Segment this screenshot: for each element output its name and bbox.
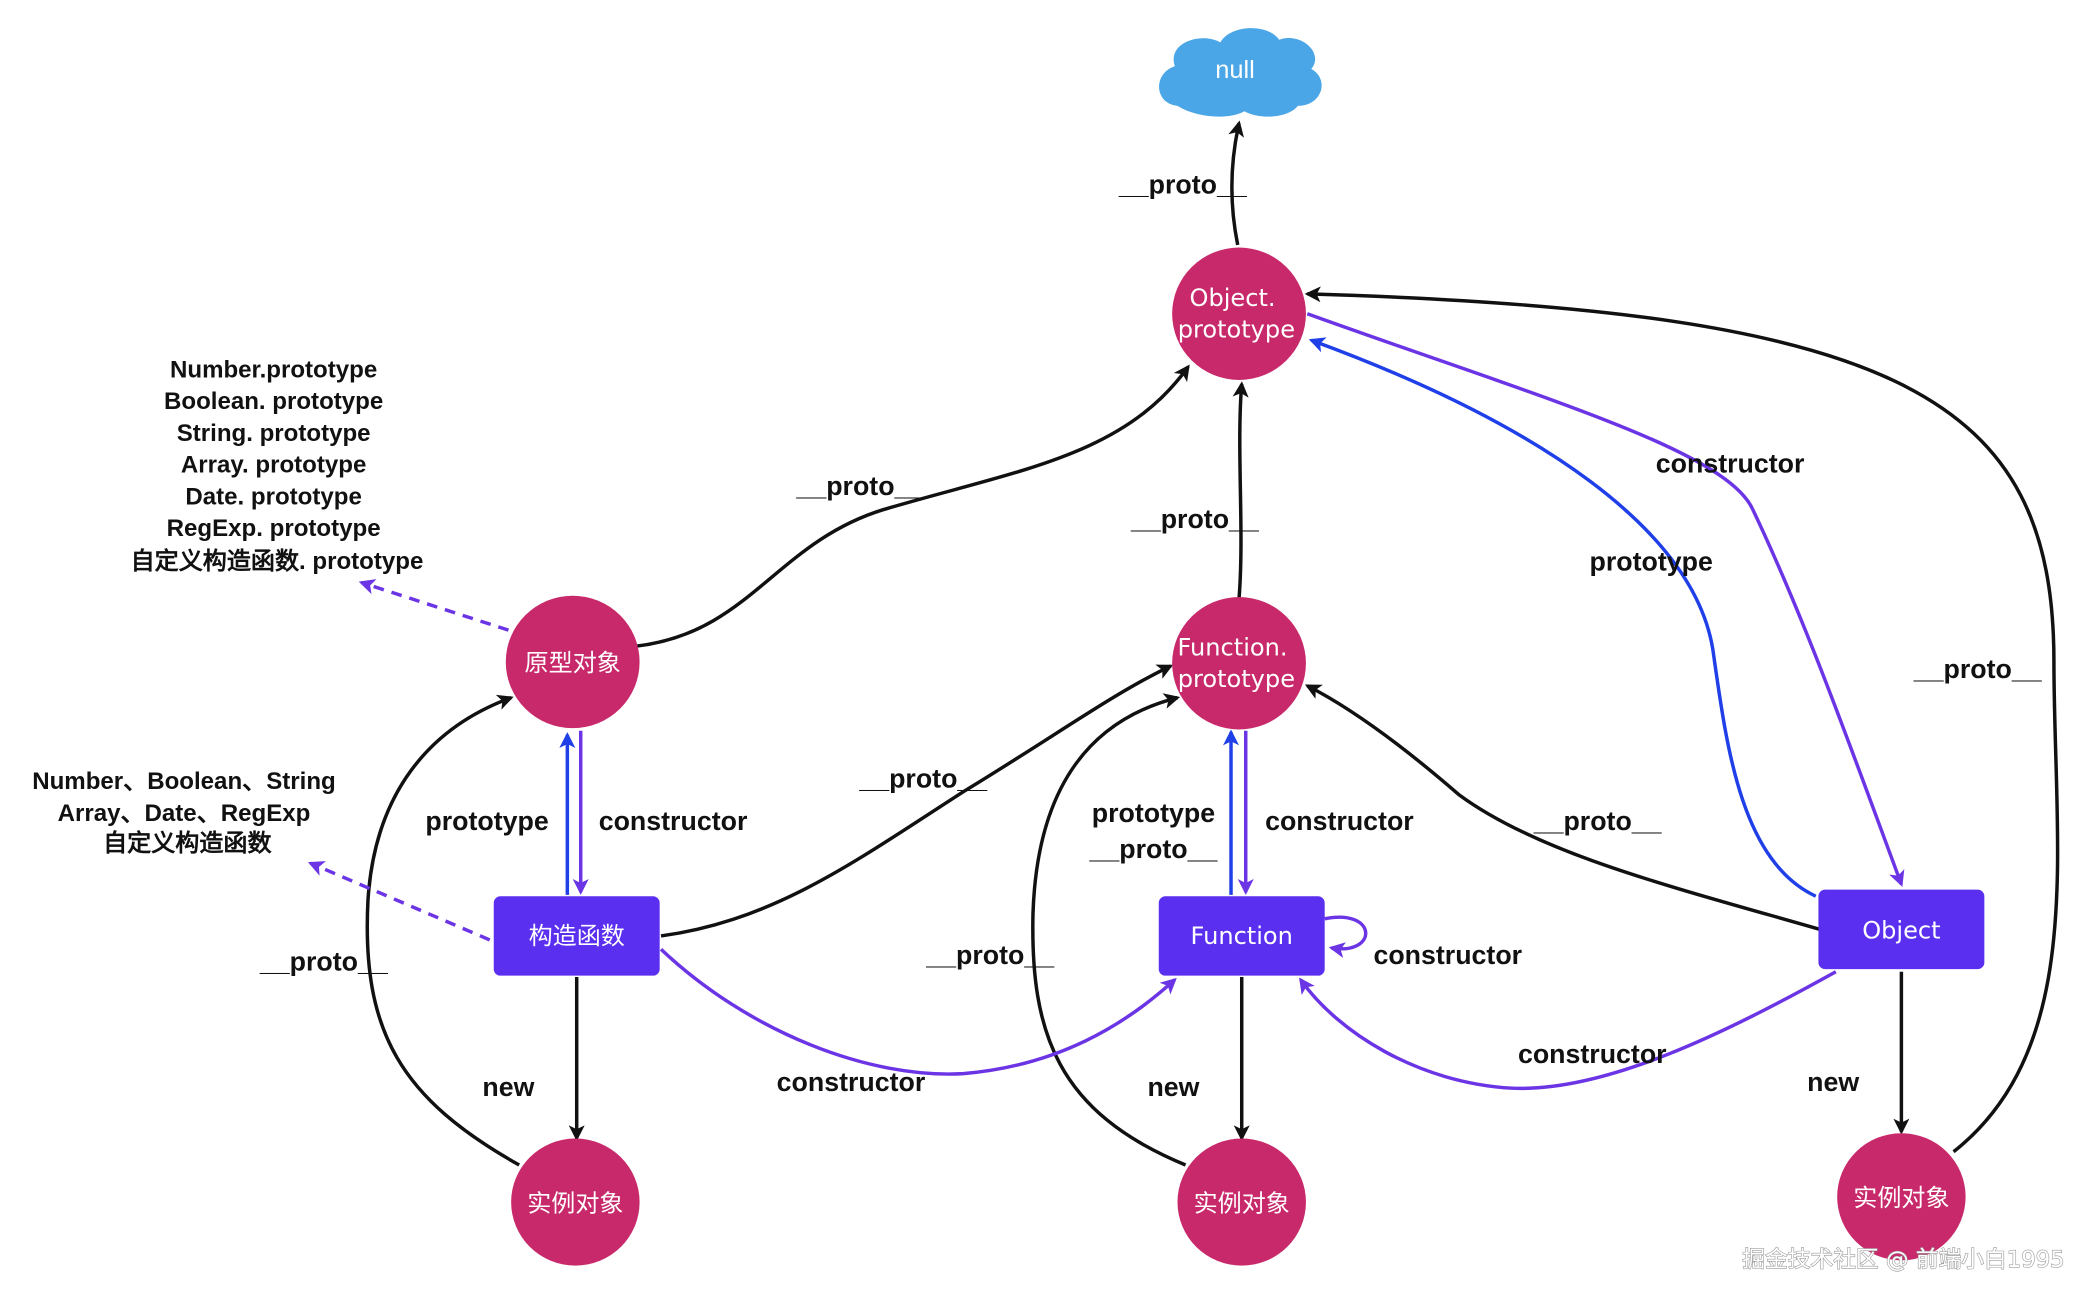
note-prototypes-line: 自定义构造函数. prototype — [131, 547, 424, 575]
null-cloud: null — [1159, 28, 1322, 117]
label-proto-instmid: __proto__ — [925, 940, 1055, 970]
object-prototype-label-line1: Object. — [1190, 284, 1276, 312]
label-prototype-object: prototype — [1589, 547, 1712, 577]
svg-text:Function. prototype: Function. prototype — [1178, 633, 1296, 693]
instance-mid-label: 实例对象 — [1194, 1189, 1290, 1217]
edge-instleft-to-protoobj — [365, 694, 521, 1167]
label-proto-null: __proto__ — [1118, 169, 1248, 199]
note-prototypes-line: String. prototype — [177, 420, 371, 447]
label-proto-instright: __proto__ — [1913, 654, 2043, 684]
label-constructor-objproto: constructor — [1656, 449, 1805, 479]
object-prototype-label-line2: prototype — [1178, 316, 1295, 344]
note-constructors-line: Number、Boolean、String — [32, 768, 336, 795]
edge-protoobj-to-objproto — [636, 364, 1190, 648]
label-proto-object: __proto__ — [1533, 806, 1663, 836]
note-prototypes-line: RegExp. prototype — [167, 515, 381, 542]
object-node: Object — [1818, 889, 1985, 970]
note-constructors-line: Array、Date、RegExp — [58, 800, 311, 827]
edge-instright-to-objproto — [1304, 286, 2060, 1154]
prototype-object-label: 原型对象 — [525, 649, 621, 677]
watermark: 掘金技术社区 @ 前端小白1995 — [1742, 1247, 2064, 1273]
prototype-object-node: 原型对象 — [505, 595, 640, 729]
instance-right-label: 实例对象 — [1853, 1184, 1949, 1212]
note-builtin-constructors: Number、Boolean、String Array、Date、RegExp … — [32, 768, 342, 857]
edge-objproto-to-null — [1228, 120, 1244, 246]
instance-mid-node: 实例对象 — [1177, 1138, 1306, 1266]
note-prototypes-line: Date. prototype — [185, 484, 361, 511]
object-label: Object — [1862, 917, 1940, 945]
note-constructors-line: 自定义构造函数 — [103, 829, 273, 857]
label-constructor-protoobj: constructor — [599, 806, 748, 836]
function-prototype-label-line2: prototype — [1178, 665, 1295, 693]
edge-objproto-constructor — [1306, 312, 1905, 887]
label-proto-ctor: __proto__ — [858, 764, 988, 794]
label-constructor-fn-self: constructor — [1373, 940, 1522, 970]
null-label: null — [1215, 56, 1255, 84]
note-prototypes-line: Array. prototype — [181, 452, 366, 479]
note-builtin-prototypes: Number.prototype Boolean. prototype Stri… — [131, 356, 424, 575]
instance-right-node: 实例对象 — [1837, 1133, 1966, 1261]
edge-ctor-to-fnproto — [660, 664, 1174, 938]
edge-ctor-constructor-fn — [659, 947, 1177, 1076]
label-constructor-ctor-fn: constructor — [777, 1067, 926, 1097]
function-label: Function — [1191, 922, 1293, 950]
constructor-function-label: 构造函数 — [529, 922, 625, 950]
instance-left-label: 实例对象 — [527, 1189, 623, 1217]
dashed-ctor-note — [307, 861, 491, 942]
object-prototype-node: Object. prototype — [1172, 247, 1306, 380]
svg-text:Object. prototype: Object. prototype — [1178, 284, 1295, 344]
instance-left-node: 实例对象 — [511, 1138, 640, 1266]
label-proto-instleft: __proto__ — [259, 947, 389, 977]
function-prototype-label-line1: Function. — [1178, 633, 1288, 661]
label-new-left: new — [482, 1072, 534, 1102]
note-prototypes-line: Number.prototype — [170, 356, 377, 383]
function-node: Function — [1158, 896, 1325, 976]
edge-object-constructor-fn — [1299, 970, 1837, 1091]
function-prototype-node: Function. prototype — [1172, 597, 1306, 730]
label-new-right: new — [1807, 1067, 1859, 1097]
edge-object-to-fnproto — [1304, 684, 1821, 932]
label-proto-fnproto: __proto__ — [1130, 504, 1260, 534]
label-proto-fn: __proto__ — [1088, 834, 1218, 864]
label-prototype-ctor: prototype — [425, 806, 548, 836]
label-proto-protoobj: __proto__ — [795, 471, 925, 501]
edge-fnproto-to-objproto — [1232, 381, 1249, 599]
label-new-mid: new — [1147, 1072, 1199, 1102]
label-prototype-fn: prototype — [1092, 798, 1215, 828]
label-constructor-object-fn: constructor — [1518, 1039, 1667, 1069]
dashed-protoobj-note — [358, 579, 510, 632]
label-constructor-fnproto: constructor — [1265, 806, 1414, 836]
constructor-function-node: 构造函数 — [493, 896, 660, 976]
note-prototypes-line: Boolean. prototype — [164, 388, 383, 415]
edge-instmid-to-fnproto — [1031, 693, 1187, 1167]
edge-object-prototype — [1308, 337, 1817, 898]
edge-fn-self-constructor — [1324, 915, 1368, 958]
